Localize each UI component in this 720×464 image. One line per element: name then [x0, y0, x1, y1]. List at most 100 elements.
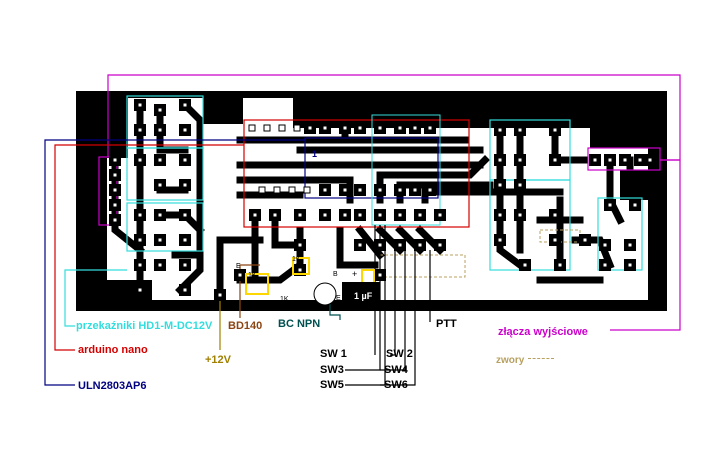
mark-e: E	[236, 263, 241, 270]
pad-hole	[113, 203, 117, 207]
pad-hole	[183, 183, 187, 187]
resistor-2	[292, 257, 310, 275]
pad-hole	[138, 103, 142, 107]
pad-hole	[628, 263, 632, 267]
pad-hole	[358, 243, 362, 247]
label-bcnpn: BC NPN	[278, 318, 321, 330]
pad-hole	[523, 263, 527, 267]
header-pin	[263, 124, 271, 132]
label-sw2: SW 2	[386, 348, 413, 360]
mark-one: 1	[312, 149, 318, 159]
label-bd140: BD140	[228, 320, 263, 332]
label-sw3: SW3	[320, 364, 344, 376]
label-sw4: SW4	[384, 364, 408, 376]
pad-hole	[498, 128, 502, 132]
pad-hole	[378, 243, 382, 247]
pad-hole	[518, 183, 522, 187]
pad-hole	[183, 103, 187, 107]
pad-hole	[378, 213, 382, 217]
pad-hole	[553, 158, 557, 162]
pad-hole	[138, 128, 142, 132]
pad-hole	[398, 243, 402, 247]
pad-hole	[183, 263, 187, 267]
mark-1k-c: 1K	[280, 296, 289, 303]
pad-hole	[628, 243, 632, 247]
copper-fill	[92, 98, 648, 300]
pad-hole	[343, 213, 347, 217]
pad-hole	[378, 273, 382, 277]
pad-hole	[138, 288, 142, 292]
pad-hole	[518, 128, 522, 132]
mark-b: B	[333, 271, 338, 278]
pad-hole	[158, 108, 162, 112]
pad-hole	[438, 213, 442, 217]
pad-hole	[218, 293, 222, 297]
header-pin	[248, 124, 256, 132]
pad-hole	[138, 238, 142, 242]
pad-hole	[183, 288, 187, 292]
relay-outlines	[126, 95, 643, 271]
header-pin	[293, 124, 301, 132]
pad-hole	[113, 158, 117, 162]
pad-hole	[183, 158, 187, 162]
pad-hole	[253, 213, 257, 217]
mark-e2: E	[336, 295, 341, 302]
pad-hole	[183, 128, 187, 132]
pad-hole	[608, 203, 612, 207]
pad-hole	[398, 213, 402, 217]
pad-hole	[323, 188, 327, 192]
pad-hole	[633, 203, 637, 207]
pad-hole	[418, 243, 422, 247]
pad-hole	[498, 238, 502, 242]
pad-hole	[158, 238, 162, 242]
label-jumpers: zwory	[496, 355, 525, 366]
resistor-1	[245, 273, 269, 295]
pad-hole	[138, 263, 142, 267]
pad-hole	[343, 126, 347, 130]
pad-hole	[638, 158, 642, 162]
pads	[109, 99, 656, 301]
pad-hole	[583, 238, 587, 242]
arduino-outline	[243, 119, 470, 228]
output-outline	[587, 147, 661, 171]
pad-hole	[158, 128, 162, 132]
mark-1k-a: 1K	[248, 272, 257, 279]
header-pin	[278, 124, 286, 132]
pad-hole	[113, 188, 117, 192]
pad-hole	[413, 188, 417, 192]
pad-hole	[553, 213, 557, 217]
header-pin	[288, 186, 296, 194]
mark-1k-b: 1K	[292, 256, 301, 263]
pad-hole	[648, 158, 652, 162]
cap-body	[342, 282, 380, 302]
pad-hole	[343, 188, 347, 192]
pad-hole	[603, 243, 607, 247]
label-12v: +12V	[205, 354, 231, 366]
pad-hole	[518, 213, 522, 217]
pad-hole	[298, 243, 302, 247]
pad-hole	[358, 188, 362, 192]
pad-hole	[138, 158, 142, 162]
label-outputs: złącza wyjściowe	[498, 326, 588, 338]
mark-cap: 1 µF	[354, 291, 373, 301]
jumper-legend-dash	[528, 358, 554, 359]
pad-hole	[113, 218, 117, 222]
pad-hole	[553, 128, 557, 132]
pad-hole	[158, 183, 162, 187]
label-sw1: SW 1	[320, 348, 347, 360]
mark-plus-2: +	[214, 297, 220, 307]
pad-hole	[518, 158, 522, 162]
pad-hole	[418, 213, 422, 217]
label-sw5: SW5	[320, 379, 344, 391]
pad-hole	[378, 188, 382, 192]
pad-hole	[438, 243, 442, 247]
label-ptt: PTT	[436, 318, 457, 330]
pad-hole	[558, 263, 562, 267]
wires	[44, 74, 681, 386]
pad-hole	[183, 238, 187, 242]
pad-hole	[498, 183, 502, 187]
pad-hole	[273, 213, 277, 217]
header-pin	[258, 186, 266, 194]
pad-hole	[428, 126, 432, 130]
